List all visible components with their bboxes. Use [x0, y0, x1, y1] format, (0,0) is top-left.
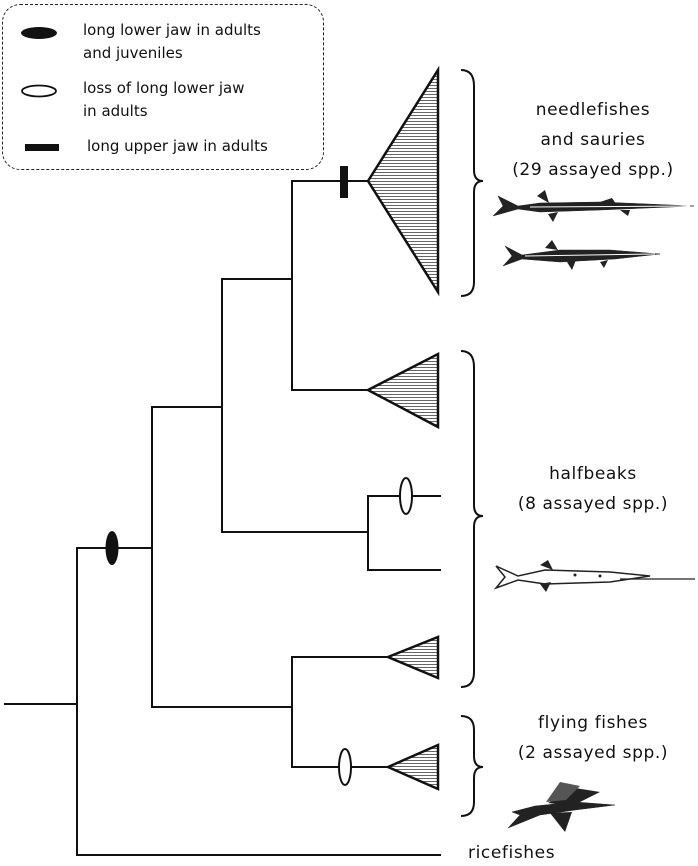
group-label-halfbeaks: halfbeaks (8 assayed spp.) [517, 464, 669, 514]
filled-bar-icon [25, 144, 59, 151]
long-upper-jaw-marker [340, 166, 348, 198]
flyingfish-clade-triangle [384, 743, 440, 791]
halfbeak-clade-triangle-a [365, 351, 440, 430]
open-ellipse-icon [21, 84, 57, 98]
flyingfish-bracket [460, 715, 484, 817]
halfbeak-illustration [493, 560, 695, 592]
needlefish-illustration [492, 190, 695, 222]
legend-text-long-lower-jaw: long lower jaw in adults and juveniles [83, 21, 261, 62]
jaw-loss-marker-flyingfish [338, 748, 352, 786]
saury-illustration [502, 240, 661, 270]
outgroup-label-ricefishes: ricefishes [468, 843, 556, 863]
group-label-needlefishes: needlefishes and sauries (29 assayed spp… [512, 100, 674, 180]
filled-ellipse-icon [21, 27, 57, 39]
legend-text-long-upper-jaw: long upper jaw in adults [87, 137, 268, 155]
flying-fish-illustration [507, 782, 616, 832]
needlefish-clade-triangle [366, 65, 440, 297]
group-label-flying-fishes: flying fishes (2 assayed spp.) [517, 713, 669, 763]
halfbeak-bracket [460, 350, 484, 688]
jaw-loss-marker-halfbeak [399, 477, 413, 515]
needlefish-bracket [460, 69, 484, 297]
legend-box: long lower jaw in adults and juveniles l… [2, 4, 324, 170]
halfbeak-clade-triangle-b [384, 635, 440, 680]
long-lower-jaw-marker [105, 531, 119, 565]
legend-text-loss-lower-jaw: loss of long lower jaw in adults [83, 79, 245, 120]
